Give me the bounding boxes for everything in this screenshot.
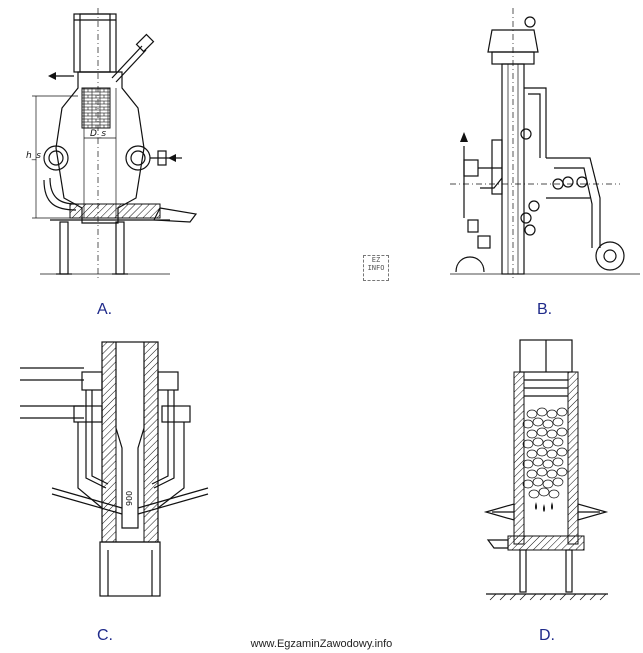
label-c: C. [97, 627, 113, 644]
panel-c-dimension-label: 900 [125, 491, 134, 506]
panel-d [478, 336, 618, 608]
panel-c-drawing: 900 [20, 341, 209, 597]
panel-a: D_s h_s [20, 8, 210, 283]
footer-url[interactable]: www.EgzaminZawodowy.info [250, 638, 393, 650]
panel-d-drawing [483, 339, 609, 601]
panel-b [450, 8, 640, 283]
label-a: A. [97, 301, 113, 318]
label-b: B. [537, 301, 553, 318]
coke-charge [522, 407, 568, 499]
panel-c: 900 [12, 338, 222, 603]
panel-b-drawing [450, 8, 640, 278]
panel-a-drawing: D_s h_s [26, 8, 198, 278]
panel-a-height-label: h_s [26, 151, 41, 161]
watermark-logo: EZ INFO [363, 255, 389, 281]
label-d: D. [539, 627, 555, 644]
ground-hatch [489, 593, 607, 601]
